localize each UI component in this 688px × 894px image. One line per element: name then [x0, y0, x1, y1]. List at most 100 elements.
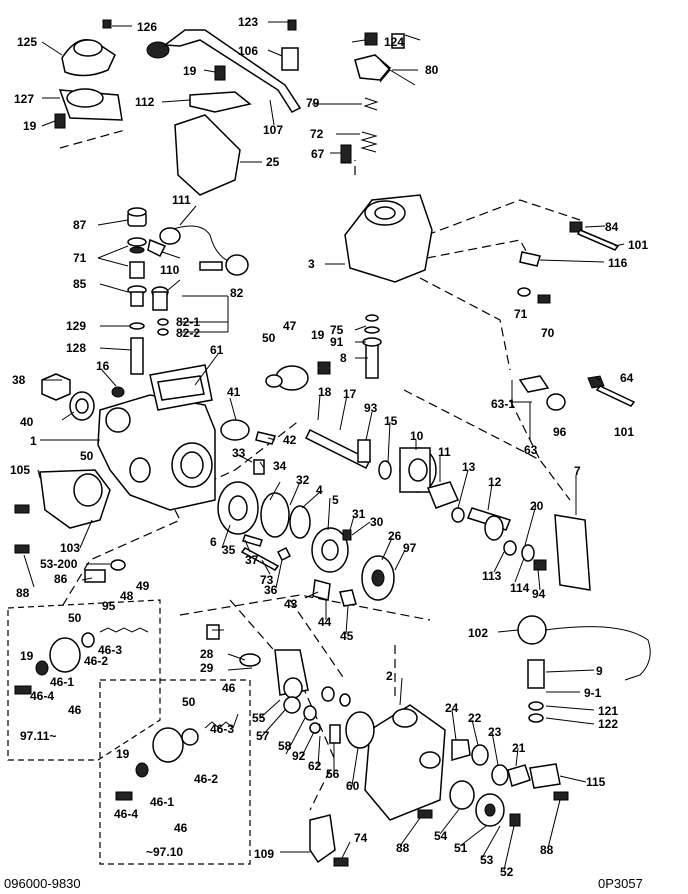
part-label-44: 44 [318, 615, 332, 629]
part-label-80: 80 [425, 63, 439, 77]
part-label-101: 101 [614, 425, 634, 439]
leader-lines [23, 21, 625, 871]
part-label-127: 127 [14, 92, 34, 106]
part-label-63-1: 63-1 [491, 397, 515, 411]
part-label-30: 30 [370, 515, 384, 529]
part-label-29: 29 [200, 661, 214, 675]
part-label-73: 73 [260, 573, 274, 587]
top-left-parts [54, 19, 302, 276]
part-label-91: 91 [330, 335, 344, 349]
part-label-24: 24 [445, 701, 459, 715]
part-label-16: 16 [96, 359, 110, 373]
part-label-21: 21 [512, 741, 526, 755]
part-label-35: 35 [222, 543, 236, 557]
part-label-101: 101 [628, 238, 648, 252]
part-label-88: 88 [396, 841, 410, 855]
part-label-87: 87 [73, 218, 87, 232]
part-label-71: 71 [73, 251, 87, 265]
part-label-53-200: 53-200 [40, 557, 78, 571]
part-label-46-4: 46-4 [114, 807, 138, 821]
part-label-88: 88 [16, 586, 30, 600]
pump-housing [14, 364, 216, 583]
part-label-122: 122 [598, 717, 618, 731]
part-label-19: 19 [20, 649, 34, 663]
part-label-23: 23 [488, 725, 502, 739]
part-label-63: 63 [524, 443, 538, 457]
part-label-82: 82 [230, 286, 244, 300]
part-label-125: 125 [17, 35, 37, 49]
part-label-102: 102 [468, 626, 488, 640]
part-label-75: 75 [330, 323, 344, 337]
part-label-3: 3 [308, 257, 315, 271]
part-label-93: 93 [364, 401, 378, 415]
part-label-50: 50 [80, 449, 94, 463]
part-label-107: 107 [263, 123, 283, 137]
part-label-11: 11 [438, 445, 451, 459]
part-label-67: 67 [311, 147, 325, 161]
part-label-60: 60 [346, 779, 360, 793]
part-label-121: 121 [598, 704, 618, 718]
part-label-40: 40 [20, 415, 34, 429]
part-label-106: 106 [238, 44, 258, 58]
part-label-18: 18 [318, 385, 332, 399]
part-label-38: 38 [12, 373, 26, 387]
part-label-4: 4 [316, 483, 323, 497]
shaft-rotor-assembly [217, 361, 395, 607]
part-label-46-2: 46-2 [194, 772, 218, 786]
part-label-74: 74 [354, 831, 368, 845]
part-label-88: 88 [540, 843, 554, 857]
part-label-19: 19 [116, 747, 130, 761]
part-label-50: 50 [68, 611, 82, 625]
part-label-46-2: 46-2 [84, 654, 108, 668]
part-label-55: 55 [252, 711, 266, 725]
part-label-94: 94 [532, 587, 546, 601]
part-label-19: 19 [311, 328, 325, 342]
part-label-43: 43 [284, 597, 298, 611]
part-label-45: 45 [340, 629, 354, 643]
left-column-parts [41, 207, 169, 421]
note-date-a: 97.11~ [20, 729, 56, 743]
part-label-20: 20 [530, 499, 544, 513]
part-label-9: 9 [596, 664, 603, 678]
part-label-37: 37 [245, 553, 259, 567]
part-label-54: 54 [434, 829, 448, 843]
part-label-79: 79 [306, 96, 320, 110]
part-label-61: 61 [210, 343, 224, 357]
part-label-50: 50 [262, 331, 276, 345]
part-label-114: 114 [510, 581, 530, 595]
part-label-32: 32 [296, 473, 310, 487]
governor-parts [340, 32, 651, 723]
part-label-116: 116 [608, 256, 628, 270]
part-label-46-4: 46-4 [30, 689, 54, 703]
part-label-41: 41 [227, 385, 241, 399]
part-label-6: 6 [210, 535, 217, 549]
part-label-1: 1 [30, 434, 37, 448]
part-label-58: 58 [278, 739, 292, 753]
part-label-92: 92 [292, 749, 306, 763]
part-label-57: 57 [256, 729, 270, 743]
part-label-47: 47 [283, 319, 297, 333]
part-label-53: 53 [480, 853, 494, 867]
part-label-126: 126 [137, 20, 157, 34]
part-label-84: 84 [605, 220, 619, 234]
part-label-12: 12 [488, 475, 502, 489]
part-label-70: 70 [541, 326, 555, 340]
part-label-49: 49 [136, 579, 150, 593]
part-label-86: 86 [54, 572, 68, 586]
part-label-113: 113 [482, 569, 502, 583]
part-label-48: 48 [120, 589, 134, 603]
distributor-head [206, 624, 569, 867]
part-label-51: 51 [454, 841, 468, 855]
part-label-72: 72 [310, 127, 324, 141]
part-label-9-1: 9-1 [584, 686, 602, 700]
part-label-128: 128 [66, 341, 86, 355]
part-label-111: 111 [172, 193, 191, 207]
part-label-56: 56 [326, 767, 340, 781]
part-label-7: 7 [574, 464, 581, 478]
part-label-46-3: 46-3 [210, 722, 234, 736]
part-label-22: 22 [468, 711, 482, 725]
part-label-28: 28 [200, 647, 214, 661]
part-label-10: 10 [410, 429, 424, 443]
part-label-96: 96 [553, 425, 567, 439]
part-label-33: 33 [232, 446, 246, 460]
